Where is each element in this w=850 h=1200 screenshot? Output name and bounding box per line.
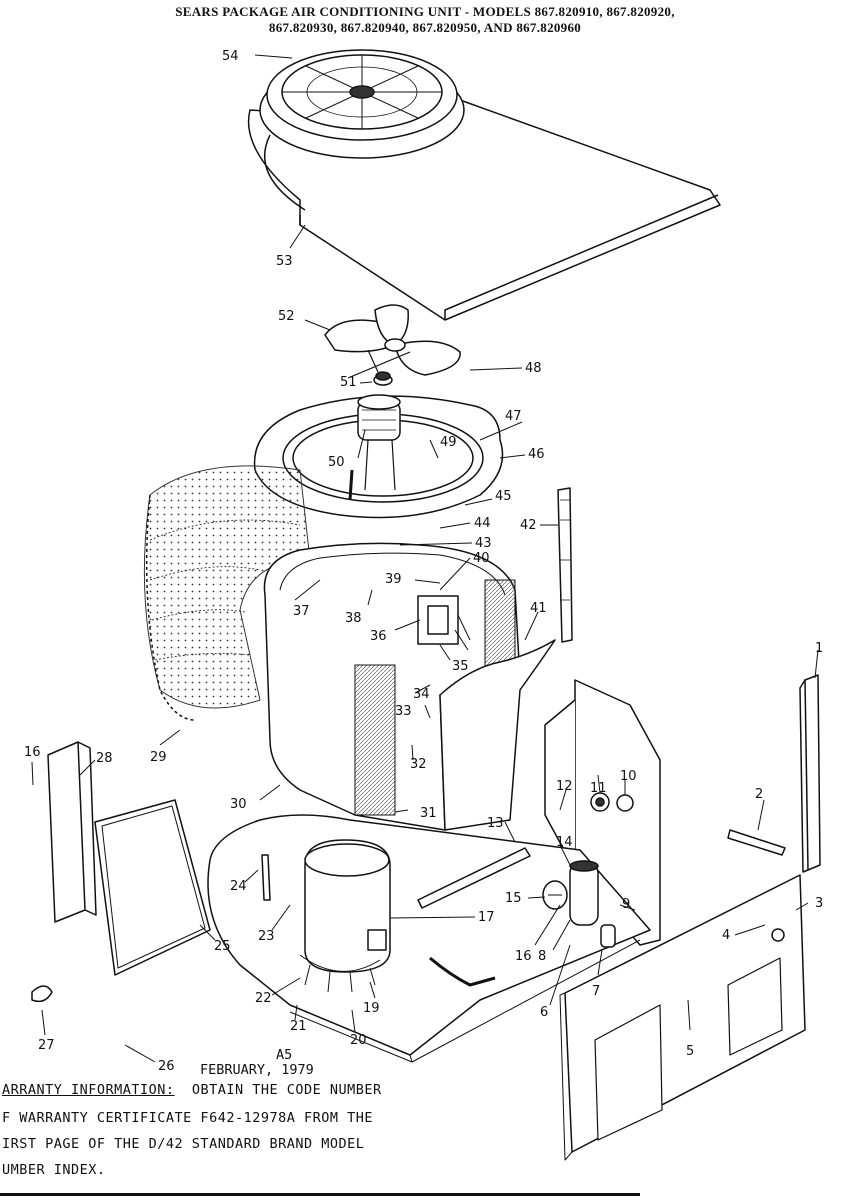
callout-38: 38 <box>345 611 362 626</box>
warranty-line-4: UMBER INDEX. <box>2 1162 106 1178</box>
bracket-24 <box>261 854 271 901</box>
callout-48: 48 <box>525 361 542 376</box>
filter-drier <box>600 924 616 948</box>
callout-37: 37 <box>293 604 310 619</box>
bottom-rule <box>0 1193 640 1196</box>
callout-21: 21 <box>290 1019 307 1034</box>
page-id: A5 <box>276 1047 293 1063</box>
diagram-title: SEARS PACKAGE AIR CONDITIONING UNIT - MO… <box>175 4 675 19</box>
fan-guard <box>259 49 465 159</box>
fan-blade <box>324 304 461 379</box>
access-panel <box>94 799 211 976</box>
warranty-line-1: ARRANTY INFORMATION: OBTAIN THE CODE NUM… <box>2 1082 382 1098</box>
front-panel <box>559 874 806 1161</box>
accumulator <box>569 860 599 926</box>
callout-52: 52 <box>278 309 295 324</box>
warranty-line-2: F WARRANTY CERTIFICATE F642-12978A FROM … <box>2 1110 373 1126</box>
callout-46: 46 <box>528 447 545 462</box>
compressor <box>299 839 391 993</box>
callout-13: 13 <box>487 816 504 831</box>
callout-15: 15 <box>505 891 522 906</box>
callout-30: 30 <box>230 797 247 812</box>
callout-26: 26 <box>158 1059 175 1074</box>
callout-16: 16 <box>24 745 41 760</box>
callout-3: 3 <box>815 896 823 911</box>
callout-45: 45 <box>495 489 512 504</box>
callout-25: 25 <box>214 939 231 954</box>
callout-6: 6 <box>540 1005 548 1020</box>
callout-22: 22 <box>255 991 272 1006</box>
callout-7: 7 <box>592 984 600 999</box>
callout-29: 29 <box>150 750 167 765</box>
callout-20: 20 <box>350 1033 367 1048</box>
control-panel-36 <box>417 595 471 651</box>
callout-4: 4 <box>722 928 730 943</box>
callout-14: 14 <box>556 835 573 850</box>
fan-motor <box>348 394 401 501</box>
leader-lines <box>31 54 819 1063</box>
left-side-panel <box>47 741 97 923</box>
callout-49: 49 <box>440 435 457 450</box>
clip-27 <box>31 985 53 1003</box>
service-valve-tube <box>429 956 496 987</box>
callout-36: 36 <box>370 629 387 644</box>
valve-15 <box>542 880 568 910</box>
callout-39: 39 <box>385 572 402 587</box>
callout-47: 47 <box>505 409 522 424</box>
support-rail-1 <box>799 674 821 873</box>
callout-51: 51 <box>340 375 357 390</box>
support-rail-42 <box>557 487 573 643</box>
callout-1: 1 <box>815 641 823 656</box>
callout-27: 27 <box>38 1038 55 1053</box>
callout-19: 19 <box>363 1001 380 1016</box>
callout-2: 2 <box>755 787 763 802</box>
callout-28: 28 <box>96 751 113 766</box>
fan-orifice-panel <box>253 395 504 519</box>
control-box-cover <box>439 639 556 831</box>
callout-11: 11 <box>590 781 607 796</box>
callout-31: 31 <box>420 806 437 821</box>
callout-16: 16 <box>515 949 532 964</box>
callout-54: 54 <box>222 49 239 64</box>
callout-34: 34 <box>413 687 430 702</box>
callout-42: 42 <box>520 518 537 533</box>
callout-33: 33 <box>395 704 412 719</box>
callout-9: 9 <box>622 897 630 912</box>
model-list: 867.820930, 867.820940, 867.820950, AND … <box>268 20 582 35</box>
callout-35: 35 <box>452 659 469 674</box>
bracket-2 <box>727 829 786 856</box>
warranty-line-3: IRST PAGE OF THE D/42 STANDARD BRAND MOD… <box>2 1136 365 1152</box>
callout-8: 8 <box>538 949 546 964</box>
callout-5: 5 <box>686 1044 694 1059</box>
callout-17: 17 <box>478 910 495 925</box>
callout-23: 23 <box>258 929 275 944</box>
refrigerant-tube <box>417 847 531 909</box>
callout-24: 24 <box>230 879 247 894</box>
callout-10: 10 <box>620 769 637 784</box>
publication-date: FEBRUARY, 1979 <box>200 1062 314 1078</box>
callout-50: 50 <box>328 455 345 470</box>
callout-53: 53 <box>276 254 293 269</box>
callout-40: 40 <box>473 551 490 566</box>
callout-32: 32 <box>410 757 427 772</box>
callout-44: 44 <box>474 516 491 531</box>
condenser-coil <box>143 465 311 721</box>
callout-12: 12 <box>556 779 573 794</box>
warranty-text: OBTAIN THE CODE NUMBER <box>191 1082 382 1098</box>
callout-43: 43 <box>475 536 492 551</box>
warranty-label: ARRANTY INFORMATION: <box>2 1082 175 1098</box>
fan-hub <box>373 371 393 386</box>
callout-41: 41 <box>530 601 547 616</box>
